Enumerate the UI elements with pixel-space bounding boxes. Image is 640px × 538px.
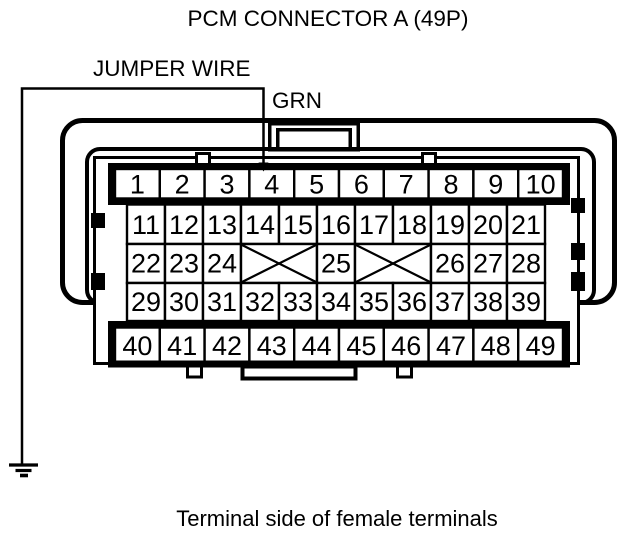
connector-latch-outer [268,122,360,152]
pin-row-frame-5 [108,321,570,368]
pin-cell-17 [353,203,395,246]
pin-cell-13 [201,203,243,246]
pin-label-1: 1 [130,170,145,200]
page-title: PCM CONNECTOR A (49P) [188,6,469,31]
pin-cell-30 [163,281,205,323]
pin-label-2: 2 [175,170,190,200]
bottom-tab-center [240,364,358,381]
pin-label-28: 28 [511,249,541,279]
pin-label-9: 9 [488,170,503,200]
pin-label-45: 45 [346,331,376,361]
pin-label-27: 27 [473,249,503,279]
pin-label-40: 40 [122,331,152,361]
pin-label-46: 46 [391,331,421,361]
pin-label-6: 6 [354,170,369,200]
pin-label-25: 25 [321,249,351,279]
pin-label-37: 37 [435,287,465,317]
right-key-1 [571,198,585,213]
pin-label-7: 7 [399,170,414,200]
side-index-keys [91,198,585,291]
pin-label-38: 38 [473,287,503,317]
connector-latch-inner [276,128,352,152]
pin-label-10: 10 [526,170,556,200]
pin-label-42: 42 [212,331,242,361]
pin-label-31: 31 [207,287,237,317]
pin-label-33: 33 [283,287,313,317]
pin-row-frame-1 [108,163,570,205]
bottom-tab-right [396,364,413,379]
pin-label-41: 41 [167,331,197,361]
pin-label-12: 12 [169,210,199,240]
jumper-wire-label: JUMPER WIRE [93,56,251,81]
right-key-3 [571,272,585,291]
pin-label-11: 11 [132,210,160,240]
left-key-2 [91,273,105,290]
pin-cell-47 [427,326,475,365]
pin-label-26: 26 [435,249,465,279]
pin-label-49: 49 [526,331,556,361]
pin-label-18: 18 [397,210,427,240]
pin-label-21: 21 [511,210,541,240]
pin-cell-23 [163,242,205,285]
pin-label-34: 34 [321,287,351,317]
pin-cell-5 [293,167,341,200]
pin-cell-24 [201,242,243,285]
pin-label-8: 8 [443,170,458,200]
right-key-2 [571,243,585,260]
pin-label-47: 47 [436,331,466,361]
pin-label-23: 23 [169,249,199,279]
blocked-cell-cross [355,244,431,283]
pin-cell-14 [239,203,281,246]
left-key-1 [91,213,105,228]
pin-label-44: 44 [302,331,332,361]
pin-label-24: 24 [207,249,237,279]
pin-cell-49 [517,326,565,365]
pin-label-22: 22 [131,249,161,279]
pin-cell-32 [239,281,281,323]
pin-label-14: 14 [245,210,275,240]
pin-cell-45 [337,326,385,365]
pin-label-5: 5 [309,170,324,200]
blocked-cell-cross [241,244,317,283]
pin-label-17: 17 [359,210,389,240]
pin-cell-26 [429,242,471,285]
pin-label-30: 30 [169,287,199,317]
pin-label-32: 32 [245,287,275,317]
pin-label-13: 13 [207,210,237,240]
pin-label-43: 43 [257,331,287,361]
pin-label-20: 20 [473,210,503,240]
pin-label-29: 29 [131,287,161,317]
pin-label-35: 35 [359,287,389,317]
wire-color-label: GRN [272,88,322,113]
ground-icon [9,463,38,478]
pin-cell-31 [201,281,243,323]
pin-cell-21 [505,203,547,246]
pin-label-39: 39 [511,287,541,317]
pin-label-16: 16 [321,210,351,240]
pin-cell-28 [505,242,547,285]
bottom-tab-left [186,364,203,379]
pin-label-4: 4 [264,170,279,200]
pin-label-3: 3 [219,170,234,200]
pin-label-36: 36 [397,287,427,317]
pin-label-48: 48 [481,331,511,361]
jumper-wire-line [20,87,265,464]
pin-label-19: 19 [435,210,465,240]
caption: Terminal side of female terminals [176,506,498,531]
pin-cell-42 [203,326,251,365]
pin-cell-19 [429,203,471,246]
pin-label-15: 15 [283,210,313,240]
arrow-down-icon [258,162,269,172]
